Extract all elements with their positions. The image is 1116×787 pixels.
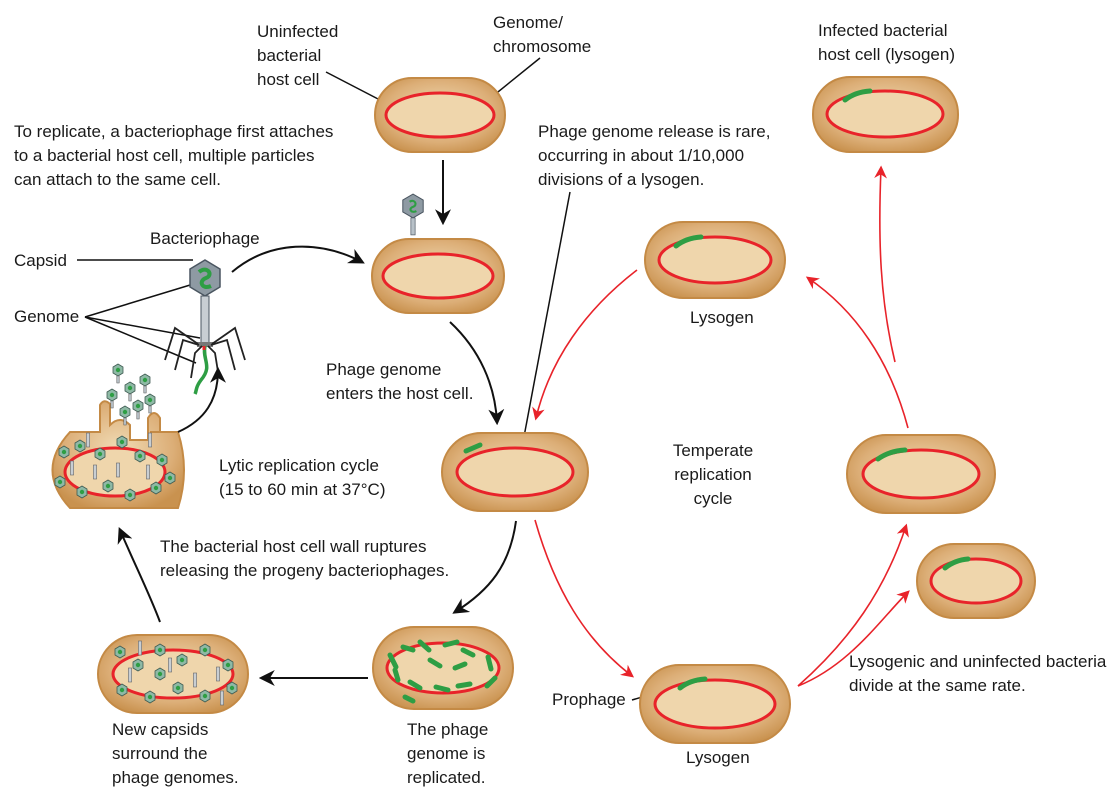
- label-temperate-line1: Temperate: [673, 441, 753, 460]
- label-lytic-cycle: Lytic replication cycle (15 to 60 min at…: [219, 456, 386, 499]
- arrow-to-genome-entry: [450, 322, 497, 422]
- tail-sheath: [201, 296, 209, 344]
- label-uninfected-host-line3: host cell: [257, 70, 319, 89]
- label-uninfected-host: Uninfected bacterial host cell: [257, 22, 338, 89]
- label-enters: Phage genome enters the host cell.: [326, 360, 473, 403]
- cell-genome-entered: [442, 433, 588, 511]
- label-release-line3: divisions of a lysogen.: [538, 170, 704, 189]
- arrow-to-replicated: [455, 521, 516, 612]
- label-capsids-line2: surround the: [112, 744, 207, 763]
- label-lysogen-top: Lysogen: [690, 308, 754, 327]
- label-rupture-line1: The bacterial host cell wall ruptures: [160, 537, 426, 556]
- label-replicate-intro: To replicate, a bacteriophage first atta…: [14, 122, 333, 189]
- label-intro-line2: to a bacterial host cell, multiple parti…: [14, 146, 314, 165]
- label-infected-line1: Infected bacterial: [818, 21, 947, 40]
- label-lytic-line2: (15 to 60 min at 37°C): [219, 480, 386, 499]
- label-genome: Genome: [14, 307, 79, 326]
- label-divide-rate: Lysogenic and uninfected bacteria divide…: [849, 652, 1107, 695]
- label-lysogen-bottom: Lysogen: [686, 748, 750, 767]
- label-uninfected-host-line1: Uninfected: [257, 22, 338, 41]
- label-rupture: The bacterial host cell wall ruptures re…: [160, 537, 449, 580]
- label-temperate-line3: cycle: [694, 489, 733, 508]
- label-uninfected-host-line2: bacterial: [257, 46, 321, 65]
- label-infected-lysogen: Infected bacterial host cell (lysogen): [818, 21, 955, 64]
- label-replicated: The phage genome is replicated.: [407, 720, 488, 787]
- cell-prophage: [640, 665, 790, 743]
- label-genome-line2: chromosome: [493, 37, 591, 56]
- label-enters-line2: enters the host cell.: [326, 384, 473, 403]
- label-temperate-line2: replication: [674, 465, 752, 484]
- label-lytic-line1: Lytic replication cycle: [219, 456, 379, 475]
- arrow-phage-to-cell: [232, 247, 362, 272]
- label-new-capsids: New capsids surround the phage genomes.: [112, 720, 239, 787]
- attached-phage-icon: [403, 194, 423, 235]
- label-replicated-line1: The phage: [407, 720, 488, 739]
- leader-genome-c: [85, 317, 200, 338]
- cell-lysogen-right: [847, 435, 995, 513]
- cell-phage-attached: [372, 194, 504, 313]
- cell-new-capsids: [98, 635, 248, 713]
- cell-genome-replicated: [373, 627, 513, 709]
- chromosome: [386, 93, 494, 137]
- cell-lysogen-top: [645, 222, 785, 298]
- cell-infected-lysogen: [813, 77, 958, 152]
- cell-bursting: [53, 364, 185, 508]
- cell-uninfected: [375, 78, 505, 152]
- label-replicated-line3: replicated.: [407, 768, 485, 787]
- label-replicated-line2: genome is: [407, 744, 485, 763]
- label-release-line2: occurring in about 1/10,000: [538, 146, 744, 165]
- label-bacteriophage: Bacteriophage: [150, 229, 260, 248]
- leader-release: [523, 192, 570, 442]
- label-divide-line1: Lysogenic and uninfected bacteria: [849, 652, 1107, 671]
- label-capsid: Capsid: [14, 251, 67, 270]
- label-temperate-cycle: Temperate replication cycle: [673, 441, 753, 508]
- arrow-to-burst: [120, 530, 160, 622]
- label-enters-line1: Phage genome: [326, 360, 441, 379]
- arrow-to-lysogen-divided: [798, 592, 908, 686]
- cell-lysogen-divided: [917, 544, 1035, 618]
- arrow-to-phage: [178, 370, 218, 432]
- label-release-line1: Phage genome release is rare,: [538, 122, 770, 141]
- injected-genome: [195, 346, 207, 394]
- arrow-to-prophage: [535, 520, 632, 676]
- label-capsids-line3: phage genomes.: [112, 768, 239, 787]
- label-infected-line2: host cell (lysogen): [818, 45, 955, 64]
- arrow-to-infected: [880, 168, 895, 362]
- leader-uninfected: [326, 72, 380, 100]
- label-genome-chromosome: Genome/ chromosome: [493, 13, 591, 56]
- bacteriophage-large: [165, 260, 245, 394]
- label-genome-line1: Genome/: [493, 13, 563, 32]
- label-intro-line3: can attach to the same cell.: [14, 170, 221, 189]
- label-prophage: Prophage: [552, 690, 626, 709]
- leader-genome-a: [85, 282, 200, 317]
- label-capsids-line1: New capsids: [112, 720, 208, 739]
- label-release-rare: Phage genome release is rare, occurring …: [538, 122, 770, 189]
- label-divide-line2: divide at the same rate.: [849, 676, 1026, 695]
- label-rupture-line2: releasing the progeny bacteriophages.: [160, 561, 449, 580]
- label-intro-line1: To replicate, a bacteriophage first atta…: [14, 122, 333, 141]
